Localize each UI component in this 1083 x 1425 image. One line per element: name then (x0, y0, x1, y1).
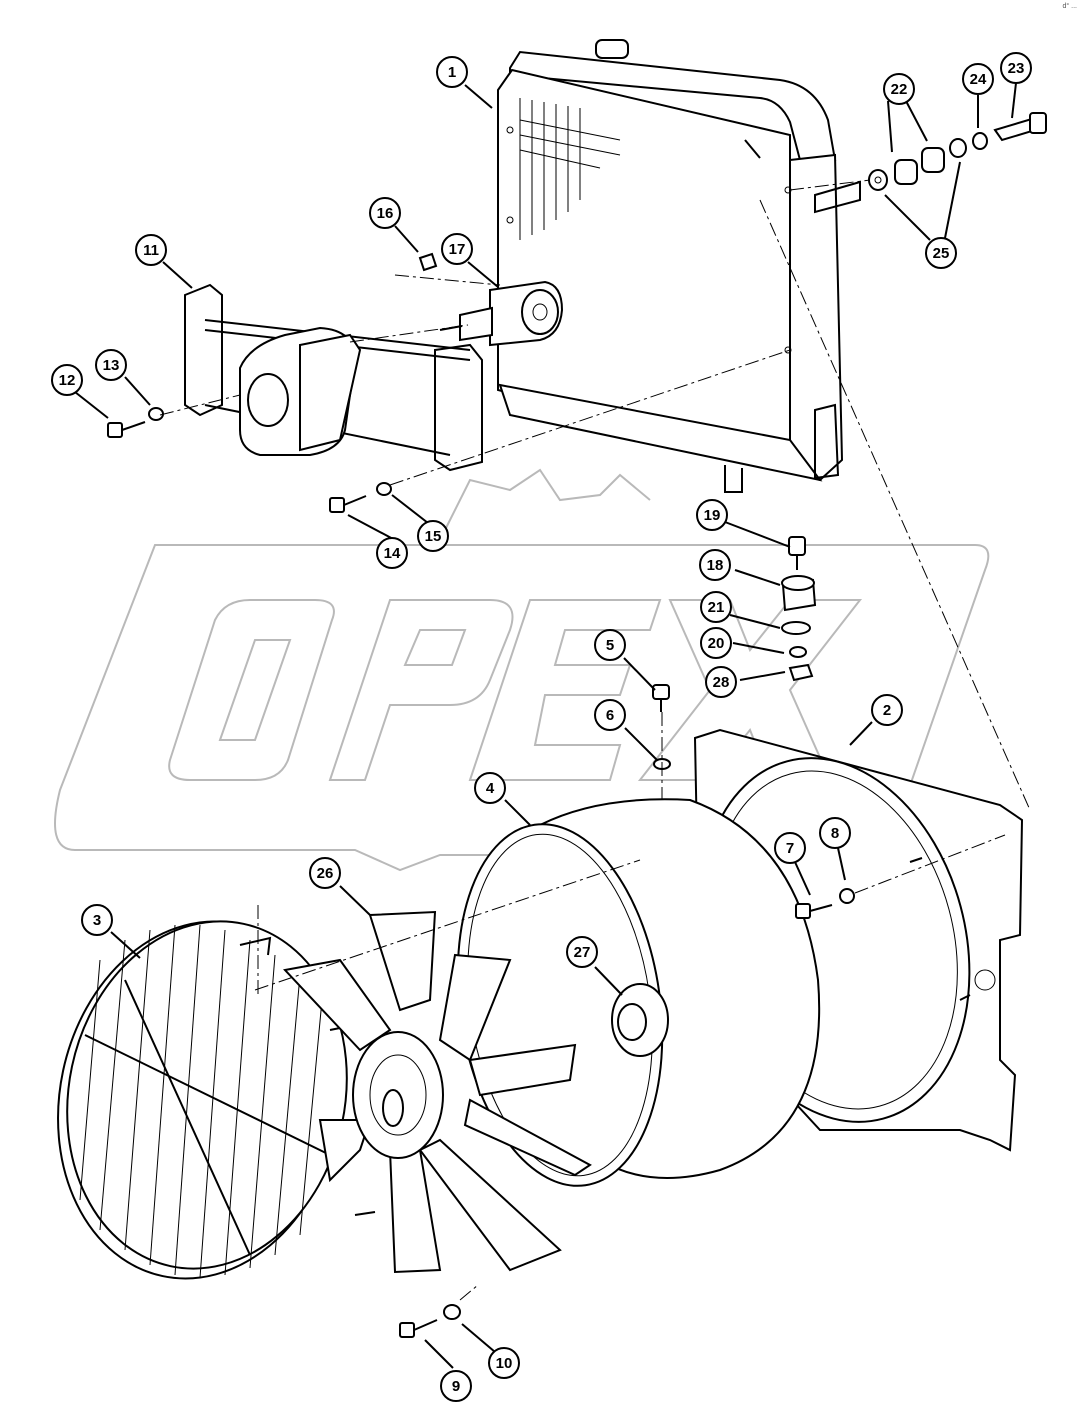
assembly-center-lines (159, 179, 1031, 1301)
radiator-part-1 (497, 39, 861, 493)
leader-arrows (74, 82, 1017, 1369)
callout-11: 11 (135, 234, 167, 266)
callout-label: 28 (713, 674, 730, 691)
callout-26: 26 (309, 857, 341, 889)
callout-label: 24 (970, 71, 987, 88)
callout-label: 9 (452, 1378, 460, 1395)
bracket-bolts (107, 407, 392, 513)
callout-label: 8 (831, 825, 839, 842)
fan-drive-bracket-part-11 (184, 283, 483, 472)
fan-guard-mesh (79, 924, 323, 1279)
callout-18: 18 (699, 549, 731, 581)
callout-label: 13 (103, 357, 120, 374)
callout-8: 8 (819, 817, 851, 849)
callout-25: 25 (925, 237, 957, 269)
callout-label: 22 (891, 81, 908, 98)
callout-label: 15 (425, 528, 442, 545)
callout-label: 5 (606, 637, 614, 654)
shroud-bolt (652, 684, 671, 880)
callout-9: 9 (440, 1370, 472, 1402)
callout-7: 7 (774, 832, 806, 864)
callout-13: 13 (95, 349, 127, 381)
callout-17: 17 (441, 233, 473, 265)
callout-label: 21 (708, 599, 725, 616)
callout-label: 23 (1008, 60, 1025, 77)
callout-label: 10 (496, 1355, 513, 1372)
callout-16: 16 (369, 197, 401, 229)
callout-label: 11 (143, 242, 159, 259)
water-pump-part-17 (418, 252, 564, 347)
callout-27: 27 (566, 936, 598, 968)
callout-20: 20 (700, 627, 732, 659)
callout-label: 25 (933, 245, 950, 262)
callout-1: 1 (436, 56, 468, 88)
corner-mark: d° ... (1062, 3, 1077, 10)
callout-label: 6 (606, 707, 614, 724)
radiator-core-fins (519, 98, 621, 240)
callout-label: 7 (786, 840, 794, 857)
callout-12: 12 (51, 364, 83, 396)
callout-label: 1 (448, 64, 456, 81)
callout-label: 27 (574, 944, 591, 961)
callout-28: 28 (705, 666, 737, 698)
callout-24: 24 (962, 63, 994, 95)
callout-label: 26 (317, 865, 334, 882)
callout-21: 21 (700, 591, 732, 623)
callout-label: 20 (708, 635, 725, 652)
callout-22: 22 (883, 73, 915, 105)
callout-label: 19 (704, 507, 721, 524)
guard-bolt (399, 1304, 461, 1338)
lower-mount-stack (781, 536, 817, 682)
fan-guard-part-3 (57, 920, 376, 1280)
callout-15: 15 (417, 520, 449, 552)
callout-label: 16 (377, 205, 394, 222)
callout-label: 18 (707, 557, 724, 574)
callout-14: 14 (376, 537, 408, 569)
callout-2: 2 (871, 694, 903, 726)
shroud-ring-part-4 (456, 798, 821, 1187)
callout-label: 12 (59, 372, 76, 389)
callout-label: 2 (883, 702, 891, 719)
callout-10: 10 (488, 1347, 520, 1379)
callout-label: 4 (486, 780, 495, 797)
shroud-side-bolt (795, 888, 855, 919)
fan-part-26 (283, 910, 592, 1274)
callout-3: 3 (81, 904, 113, 936)
callout-label: 14 (384, 545, 401, 562)
callout-19: 19 (696, 499, 728, 531)
callout-label: 17 (449, 241, 466, 258)
callout-6: 6 (594, 699, 626, 731)
callout-4: 4 (474, 772, 506, 804)
callout-label: 3 (93, 912, 101, 929)
callout-5: 5 (594, 629, 626, 661)
callout-23: 23 (1000, 52, 1032, 84)
